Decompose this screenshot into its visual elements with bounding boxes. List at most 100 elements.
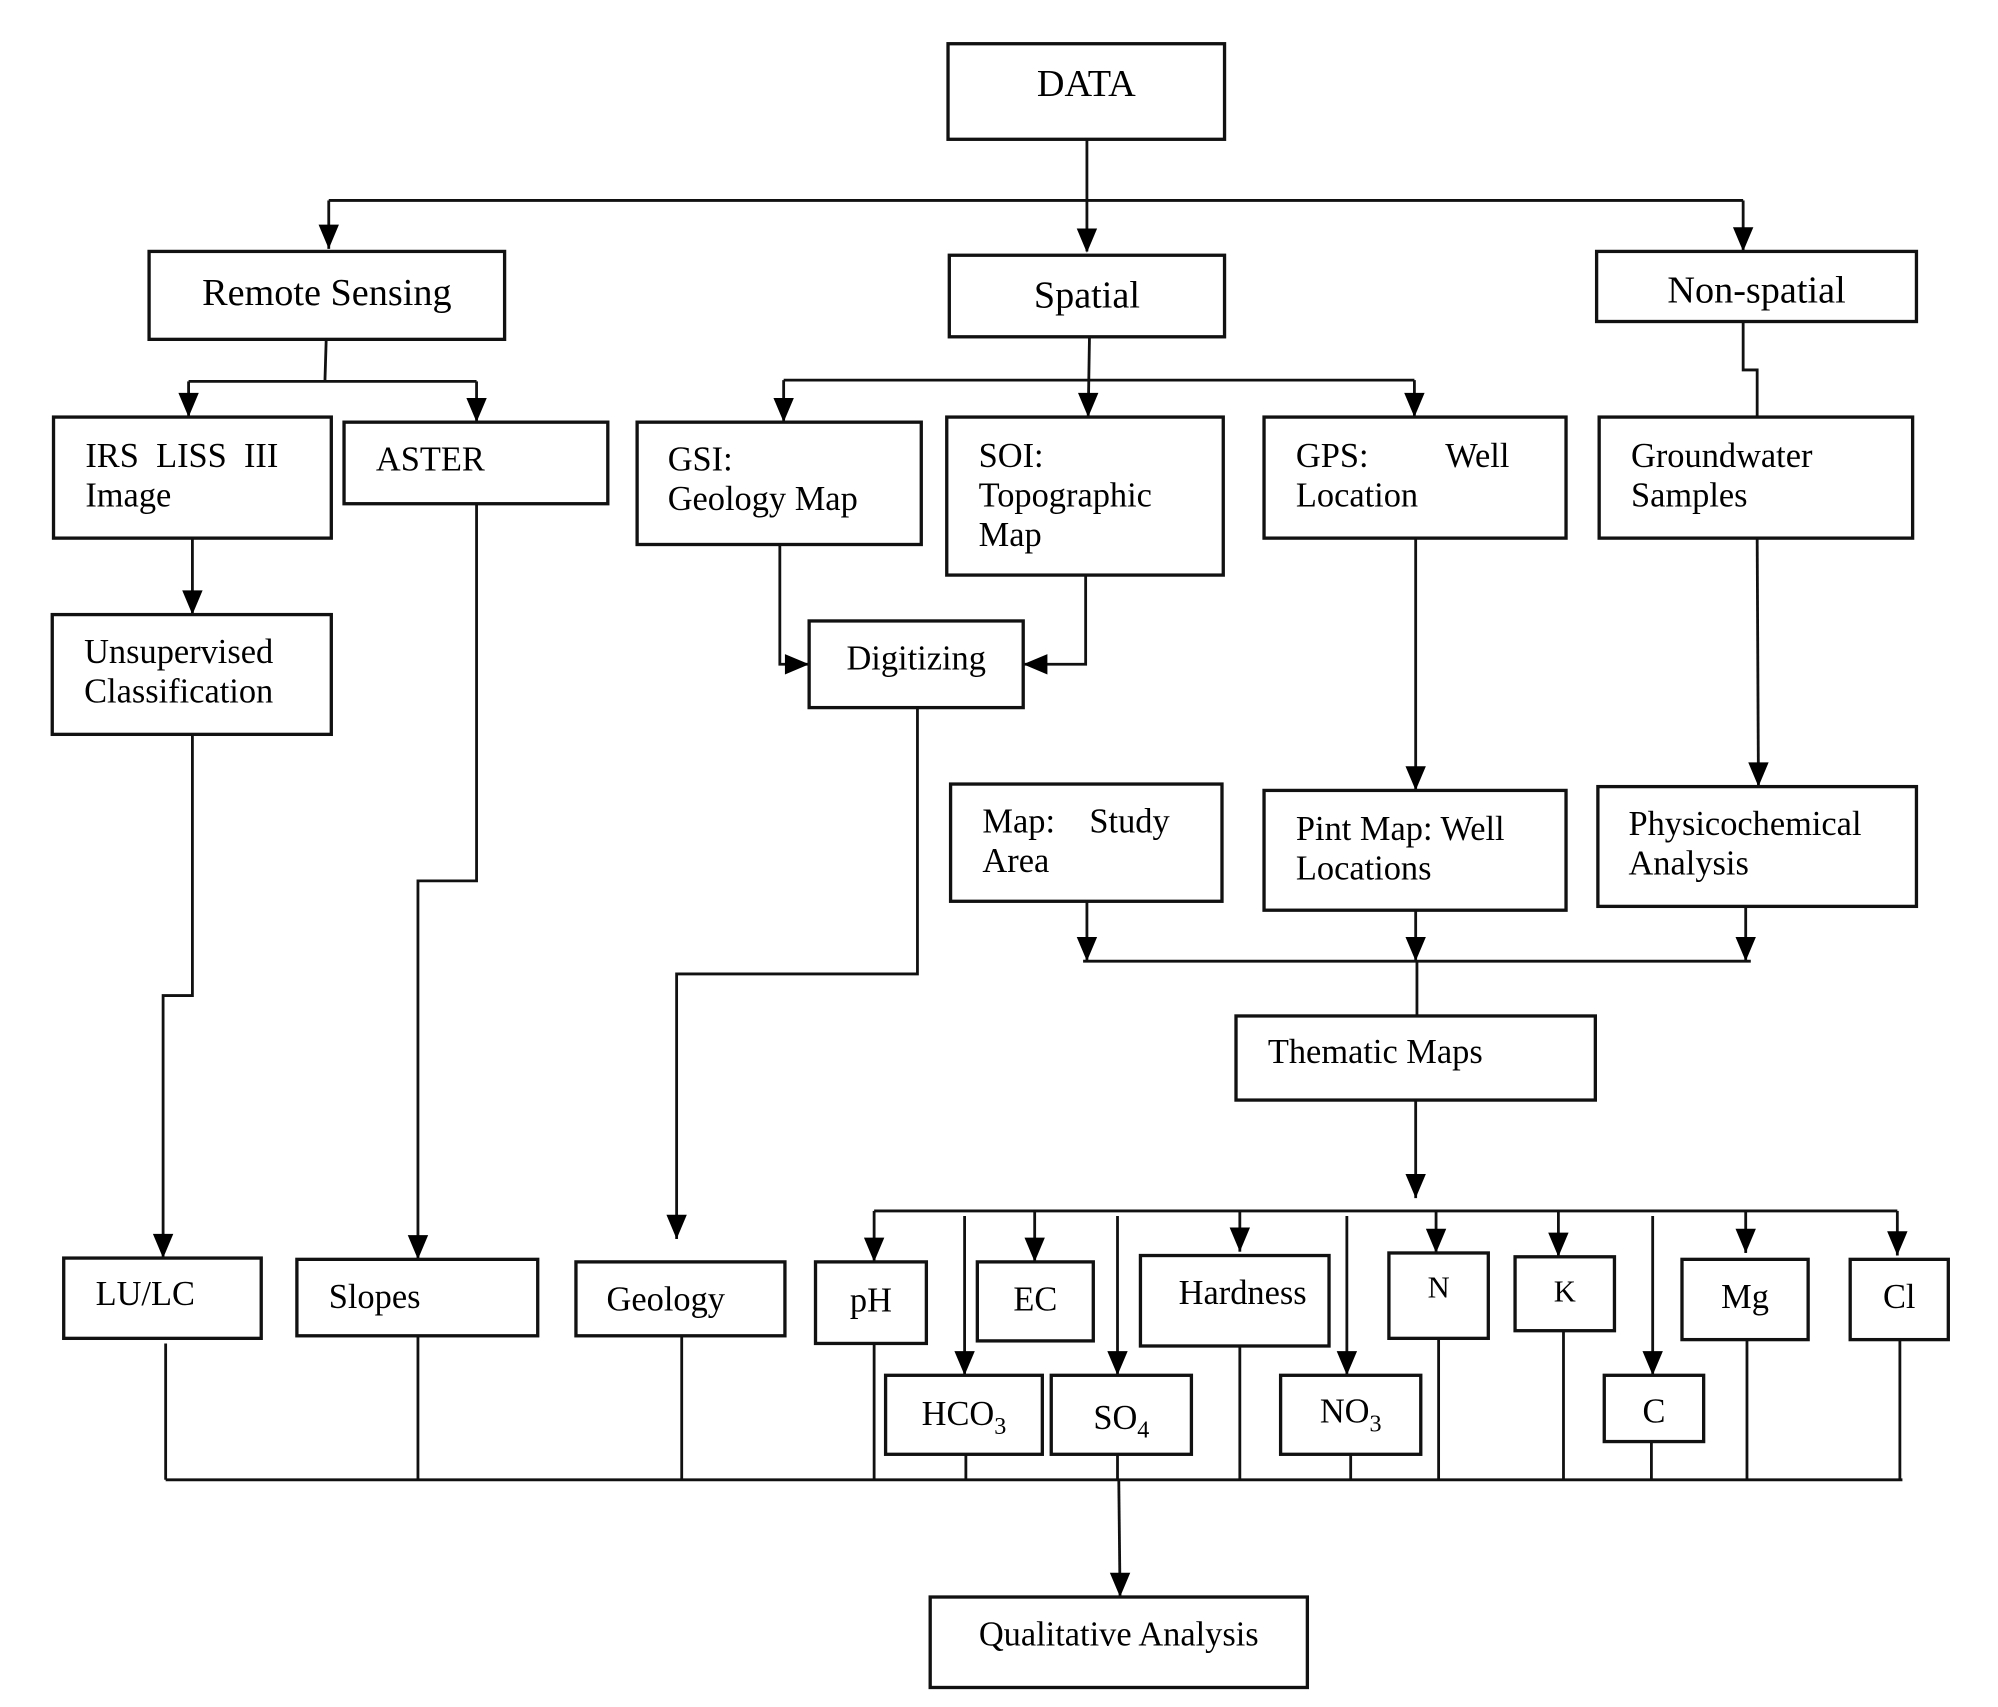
node-box bbox=[1513, 1255, 1617, 1333]
arrowhead-down-icon bbox=[1642, 1351, 1663, 1376]
node-so4: SO4 bbox=[1049, 1373, 1194, 1456]
node-box bbox=[945, 415, 1225, 577]
node-box bbox=[946, 42, 1227, 141]
node-hco3: HCO3 bbox=[883, 1373, 1044, 1456]
node-box bbox=[1387, 1251, 1490, 1341]
node-label: DATA bbox=[1037, 63, 1136, 105]
arrowhead-down-icon bbox=[1887, 1231, 1908, 1256]
node-label: Cl bbox=[1883, 1278, 1916, 1316]
node-label: Map: Study bbox=[982, 802, 1170, 840]
node-box bbox=[295, 1257, 540, 1338]
arrowhead-down-icon bbox=[1078, 392, 1099, 418]
node-ec: EC bbox=[975, 1260, 1095, 1343]
node-label: Locations bbox=[1296, 850, 1432, 888]
connector-line bbox=[675, 707, 919, 1239]
arrowhead-down-icon bbox=[773, 397, 794, 423]
node-box bbox=[1594, 249, 1919, 324]
node-box bbox=[1597, 415, 1915, 540]
connector-line bbox=[1023, 575, 1088, 666]
nodes: DATA Remote Sensing Spatial Non-spatialIRS … bbox=[50, 42, 1950, 1690]
node-box bbox=[807, 619, 1025, 710]
arrowhead-down-icon bbox=[1732, 227, 1754, 252]
arrowhead-down-icon bbox=[1425, 1228, 1447, 1253]
arrowhead-down-icon bbox=[182, 590, 203, 615]
node-box bbox=[1234, 1014, 1597, 1102]
arrowhead-down-icon bbox=[1109, 1572, 1131, 1598]
node-label: Non-spatial bbox=[1667, 269, 1845, 311]
node-label: Analysis bbox=[1628, 845, 1748, 883]
node-box bbox=[1262, 788, 1568, 912]
node-box bbox=[1049, 1373, 1194, 1456]
node-label: NO3 bbox=[1320, 1392, 1382, 1437]
node-box bbox=[574, 1260, 787, 1338]
arrowhead-down-icon bbox=[1336, 1351, 1358, 1376]
node-label: LU/LC bbox=[96, 1275, 195, 1313]
arrowhead-down-icon bbox=[1229, 1227, 1251, 1252]
node-label: GPS: Well bbox=[1296, 437, 1509, 475]
node-box bbox=[342, 420, 610, 506]
node-label: Location bbox=[1296, 476, 1418, 514]
arrowhead-down-icon bbox=[318, 224, 339, 249]
node-label: Thematic Maps bbox=[1268, 1033, 1483, 1071]
node-box bbox=[1278, 1373, 1423, 1456]
arrowhead-down-icon bbox=[1548, 1232, 1569, 1257]
node-label: Hardness bbox=[1179, 1274, 1307, 1312]
node-label: SOI: bbox=[979, 437, 1044, 475]
arrowhead-down-icon bbox=[1405, 936, 1426, 962]
node-label: Spatial bbox=[1034, 274, 1140, 316]
node-box bbox=[883, 1373, 1044, 1456]
node-cl: Cl bbox=[1848, 1257, 1950, 1342]
arrowhead-down-icon bbox=[863, 1237, 885, 1262]
node-label: Mg bbox=[1721, 1278, 1769, 1316]
arrowhead-down-icon bbox=[1076, 936, 1098, 962]
node-c: C bbox=[1602, 1373, 1706, 1444]
node-label: C bbox=[1642, 1392, 1665, 1430]
arrowhead-down-icon bbox=[1735, 936, 1756, 962]
subscript: 3 bbox=[1370, 1411, 1382, 1437]
node-box bbox=[1596, 784, 1919, 909]
node-label: EC bbox=[1013, 1280, 1057, 1318]
node-label: N bbox=[1428, 1271, 1450, 1305]
node-mg: Mg bbox=[1680, 1257, 1810, 1342]
arrowhead-down-icon bbox=[1735, 1228, 1756, 1253]
node-label: SO4 bbox=[1093, 1399, 1149, 1444]
node-box bbox=[62, 1256, 263, 1341]
connector-line bbox=[778, 544, 810, 666]
node-box bbox=[1680, 1257, 1810, 1342]
node-label: Remote Sensing bbox=[202, 272, 451, 314]
arrowhead-down-icon bbox=[466, 397, 487, 423]
node-label: K bbox=[1554, 1274, 1576, 1308]
node-gsi: GSI:Geology Map bbox=[635, 420, 923, 547]
node-box bbox=[928, 1595, 1310, 1690]
arrowhead-down-icon bbox=[666, 1214, 687, 1239]
node-label: Unsupervised bbox=[84, 633, 273, 671]
node-label: Geology bbox=[607, 1280, 726, 1318]
node-label: Map bbox=[979, 516, 1042, 554]
node-label: Pint Map: Well bbox=[1296, 810, 1505, 848]
node-box bbox=[635, 420, 923, 547]
subscript: 3 bbox=[994, 1414, 1006, 1440]
node-box bbox=[948, 782, 1224, 903]
node-label: GSI: bbox=[668, 441, 733, 479]
arrowhead-down-icon bbox=[1404, 392, 1425, 418]
node-label: Topographic bbox=[979, 476, 1152, 514]
node-data: DATA bbox=[946, 42, 1227, 141]
node-aster: ASTER bbox=[342, 420, 610, 506]
connectors bbox=[152, 139, 1908, 1598]
node-no3: NO3 bbox=[1278, 1373, 1423, 1456]
arrowhead-down-icon bbox=[1405, 766, 1426, 791]
node-geology: Geology bbox=[574, 1260, 787, 1338]
arrowhead-right-icon bbox=[784, 654, 810, 675]
node-label: Groundwater bbox=[1631, 437, 1813, 475]
node-label: Area bbox=[982, 842, 1049, 880]
node-box bbox=[51, 415, 333, 540]
node-lulc: LU/LC bbox=[62, 1256, 263, 1341]
node-label: pH bbox=[850, 1282, 892, 1320]
node-thematic: Thematic Maps bbox=[1234, 1014, 1597, 1102]
node-digitizing: Digitizing bbox=[807, 619, 1025, 710]
